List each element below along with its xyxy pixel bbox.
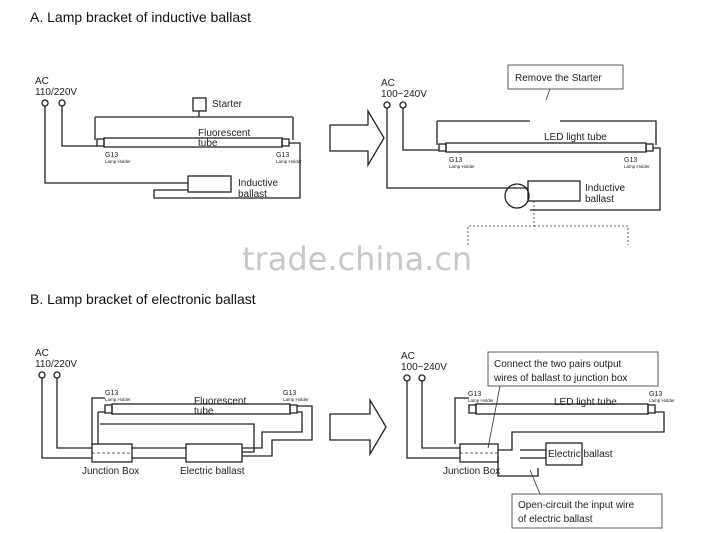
- b-right-ballast: [545, 442, 583, 466]
- a-right-holder-right: [645, 143, 654, 152]
- b-left-holder-right-label: Lamp Holder: [283, 397, 309, 402]
- b-right-callout2-line-2: of electric ballast: [518, 514, 593, 525]
- b-left-tube-label-1: Fluorescent: [194, 396, 246, 407]
- section-a-title: A. Lamp bracket of inductive ballast: [30, 9, 251, 25]
- a-left-tube-label-1: Fluorescent: [198, 128, 250, 139]
- a-left-starter-box: [192, 97, 207, 112]
- diagram-b-right: AC 100~240V Connect the two pairs output…: [401, 351, 675, 529]
- a-right-tube-label: LED light tube: [544, 132, 607, 143]
- b-right-callout-line-2: wires of ballast to junction box: [493, 373, 627, 384]
- a-left-terminal-1: [41, 99, 49, 107]
- b-right-g13-left: G13: [468, 391, 481, 398]
- b-right-callout-line-1: Connect the two pairs output: [494, 359, 622, 370]
- a-right-voltage-label: 100~240V: [381, 89, 427, 100]
- a-left-holder-left-label: Lamp Holder: [105, 159, 131, 164]
- b-left-g13-right: G13: [283, 390, 296, 397]
- a-left-holder-left: [96, 138, 105, 147]
- b-right-junction-label: Junction Box: [443, 466, 500, 477]
- b-left-tube-label-2: tube: [194, 406, 214, 417]
- a-right-g13-left: G13: [449, 157, 462, 164]
- b-right-callout-box: [487, 351, 659, 387]
- a-right-ballast-label-1: Inductive: [585, 183, 625, 194]
- b-right-callout2-box: [511, 493, 663, 529]
- b-left-ballast: [185, 443, 243, 463]
- a-left-tube-label-2: tube: [198, 138, 218, 149]
- a-left-ballast: [187, 175, 232, 193]
- b-right-voltage-label: 100~240V: [401, 362, 447, 373]
- a-left-starter-label: Starter: [212, 99, 243, 110]
- a-right-callout-leader: [545, 88, 551, 101]
- b-right-terminal-2: [418, 374, 426, 382]
- b-right-tube-label: LED light tube: [554, 397, 617, 408]
- b-right-holder-right-label: Lamp Holder: [649, 398, 675, 403]
- a-left-holder-right: [281, 138, 290, 147]
- a-left-ballast-label-1: Inductive: [238, 178, 278, 189]
- b-right-holder-left: [468, 404, 477, 414]
- a-right-callout: Remove the Starter: [515, 73, 602, 84]
- b-right-callout2-leader: [529, 469, 541, 495]
- watermark: trade.china.cn: [242, 240, 472, 278]
- b-right-g13-right: G13: [649, 391, 662, 398]
- a-right-terminal-2: [399, 101, 407, 109]
- b-right-wires: [406, 381, 665, 459]
- a-left-terminal-2: [58, 99, 66, 107]
- a-left-ac-label: AC: [35, 76, 49, 87]
- a-right-ballast-bypass-mark: [504, 183, 530, 209]
- b-left-output-wires: [91, 397, 313, 457]
- a-right-callout-box: [507, 64, 624, 90]
- b-left-g13-left: G13: [105, 390, 118, 397]
- a-left-tube: [103, 137, 283, 148]
- b-right-ac-label: AC: [401, 351, 415, 362]
- a-left-g13-left: G13: [105, 152, 118, 159]
- b-left-terminal-1: [38, 371, 46, 379]
- b-right-terminal-1: [403, 374, 411, 382]
- a-right-cropped-callout: [467, 201, 629, 245]
- a-left-ballast-label-2: ballast: [238, 189, 267, 200]
- b-right-callout-leader: [487, 385, 501, 449]
- b-left-holder-right: [289, 404, 298, 414]
- a-right-terminal-1: [383, 101, 391, 109]
- a-right-holder-right-label: Lamp Holder: [624, 164, 650, 169]
- a-left-voltage-label: 110/220V: [35, 87, 77, 98]
- b-left-holder-left-label: Lamp Holder: [105, 397, 131, 402]
- b-right-callout2-line-1: Open-circuit the input wire: [518, 500, 635, 511]
- section-b-title: B. Lamp bracket of electronic ballast: [30, 291, 256, 307]
- a-right-ac-label: AC: [381, 78, 395, 89]
- a-right-tube: [445, 142, 647, 153]
- a-left-g13-right: G13: [276, 152, 289, 159]
- b-left-voltage-label: 110/220V: [35, 359, 77, 370]
- b-left-holder-left: [104, 404, 113, 414]
- diagram-a-right: AC 100~240V Remove the Starter LED light…: [381, 64, 661, 245]
- a-transform-arrow: [329, 108, 385, 168]
- b-left-terminal-2: [53, 371, 61, 379]
- b-left-input-wires: [41, 378, 186, 459]
- b-right-holder-left-label: Lamp Holder: [468, 398, 494, 403]
- a-right-open-wire: [436, 120, 657, 145]
- a-right-g13-right: G13: [624, 157, 637, 164]
- b-left-junction-label: Junction Box: [82, 466, 139, 477]
- b-left-ac-label: AC: [35, 348, 49, 359]
- a-left-holder-right-label: Lamp Holder: [276, 159, 302, 164]
- b-right-ballast-wires: [497, 449, 546, 477]
- a-right-ballast-label-2: ballast: [585, 194, 614, 205]
- b-left-ballast-label: Electric ballast: [180, 466, 245, 477]
- b-right-holder-right: [647, 404, 656, 414]
- b-transform-arrow: [329, 397, 387, 457]
- a-right-holder-left: [438, 143, 447, 152]
- a-left-wires: [44, 106, 301, 199]
- a-left-starter-wires: [94, 111, 294, 140]
- diagram-b-left: AC 110/220V G13 Lamp Holder G13 Lamp Hol…: [35, 348, 313, 477]
- b-right-ballast-label: Electric ballast: [548, 449, 613, 460]
- a-right-holder-left-label: Lamp Holder: [449, 164, 475, 169]
- diagram-a-left: AC 110/220V Starter Fluorescent tube G13…: [35, 76, 302, 200]
- a-right-ballast: [527, 180, 581, 202]
- a-right-wires: [386, 108, 661, 211]
